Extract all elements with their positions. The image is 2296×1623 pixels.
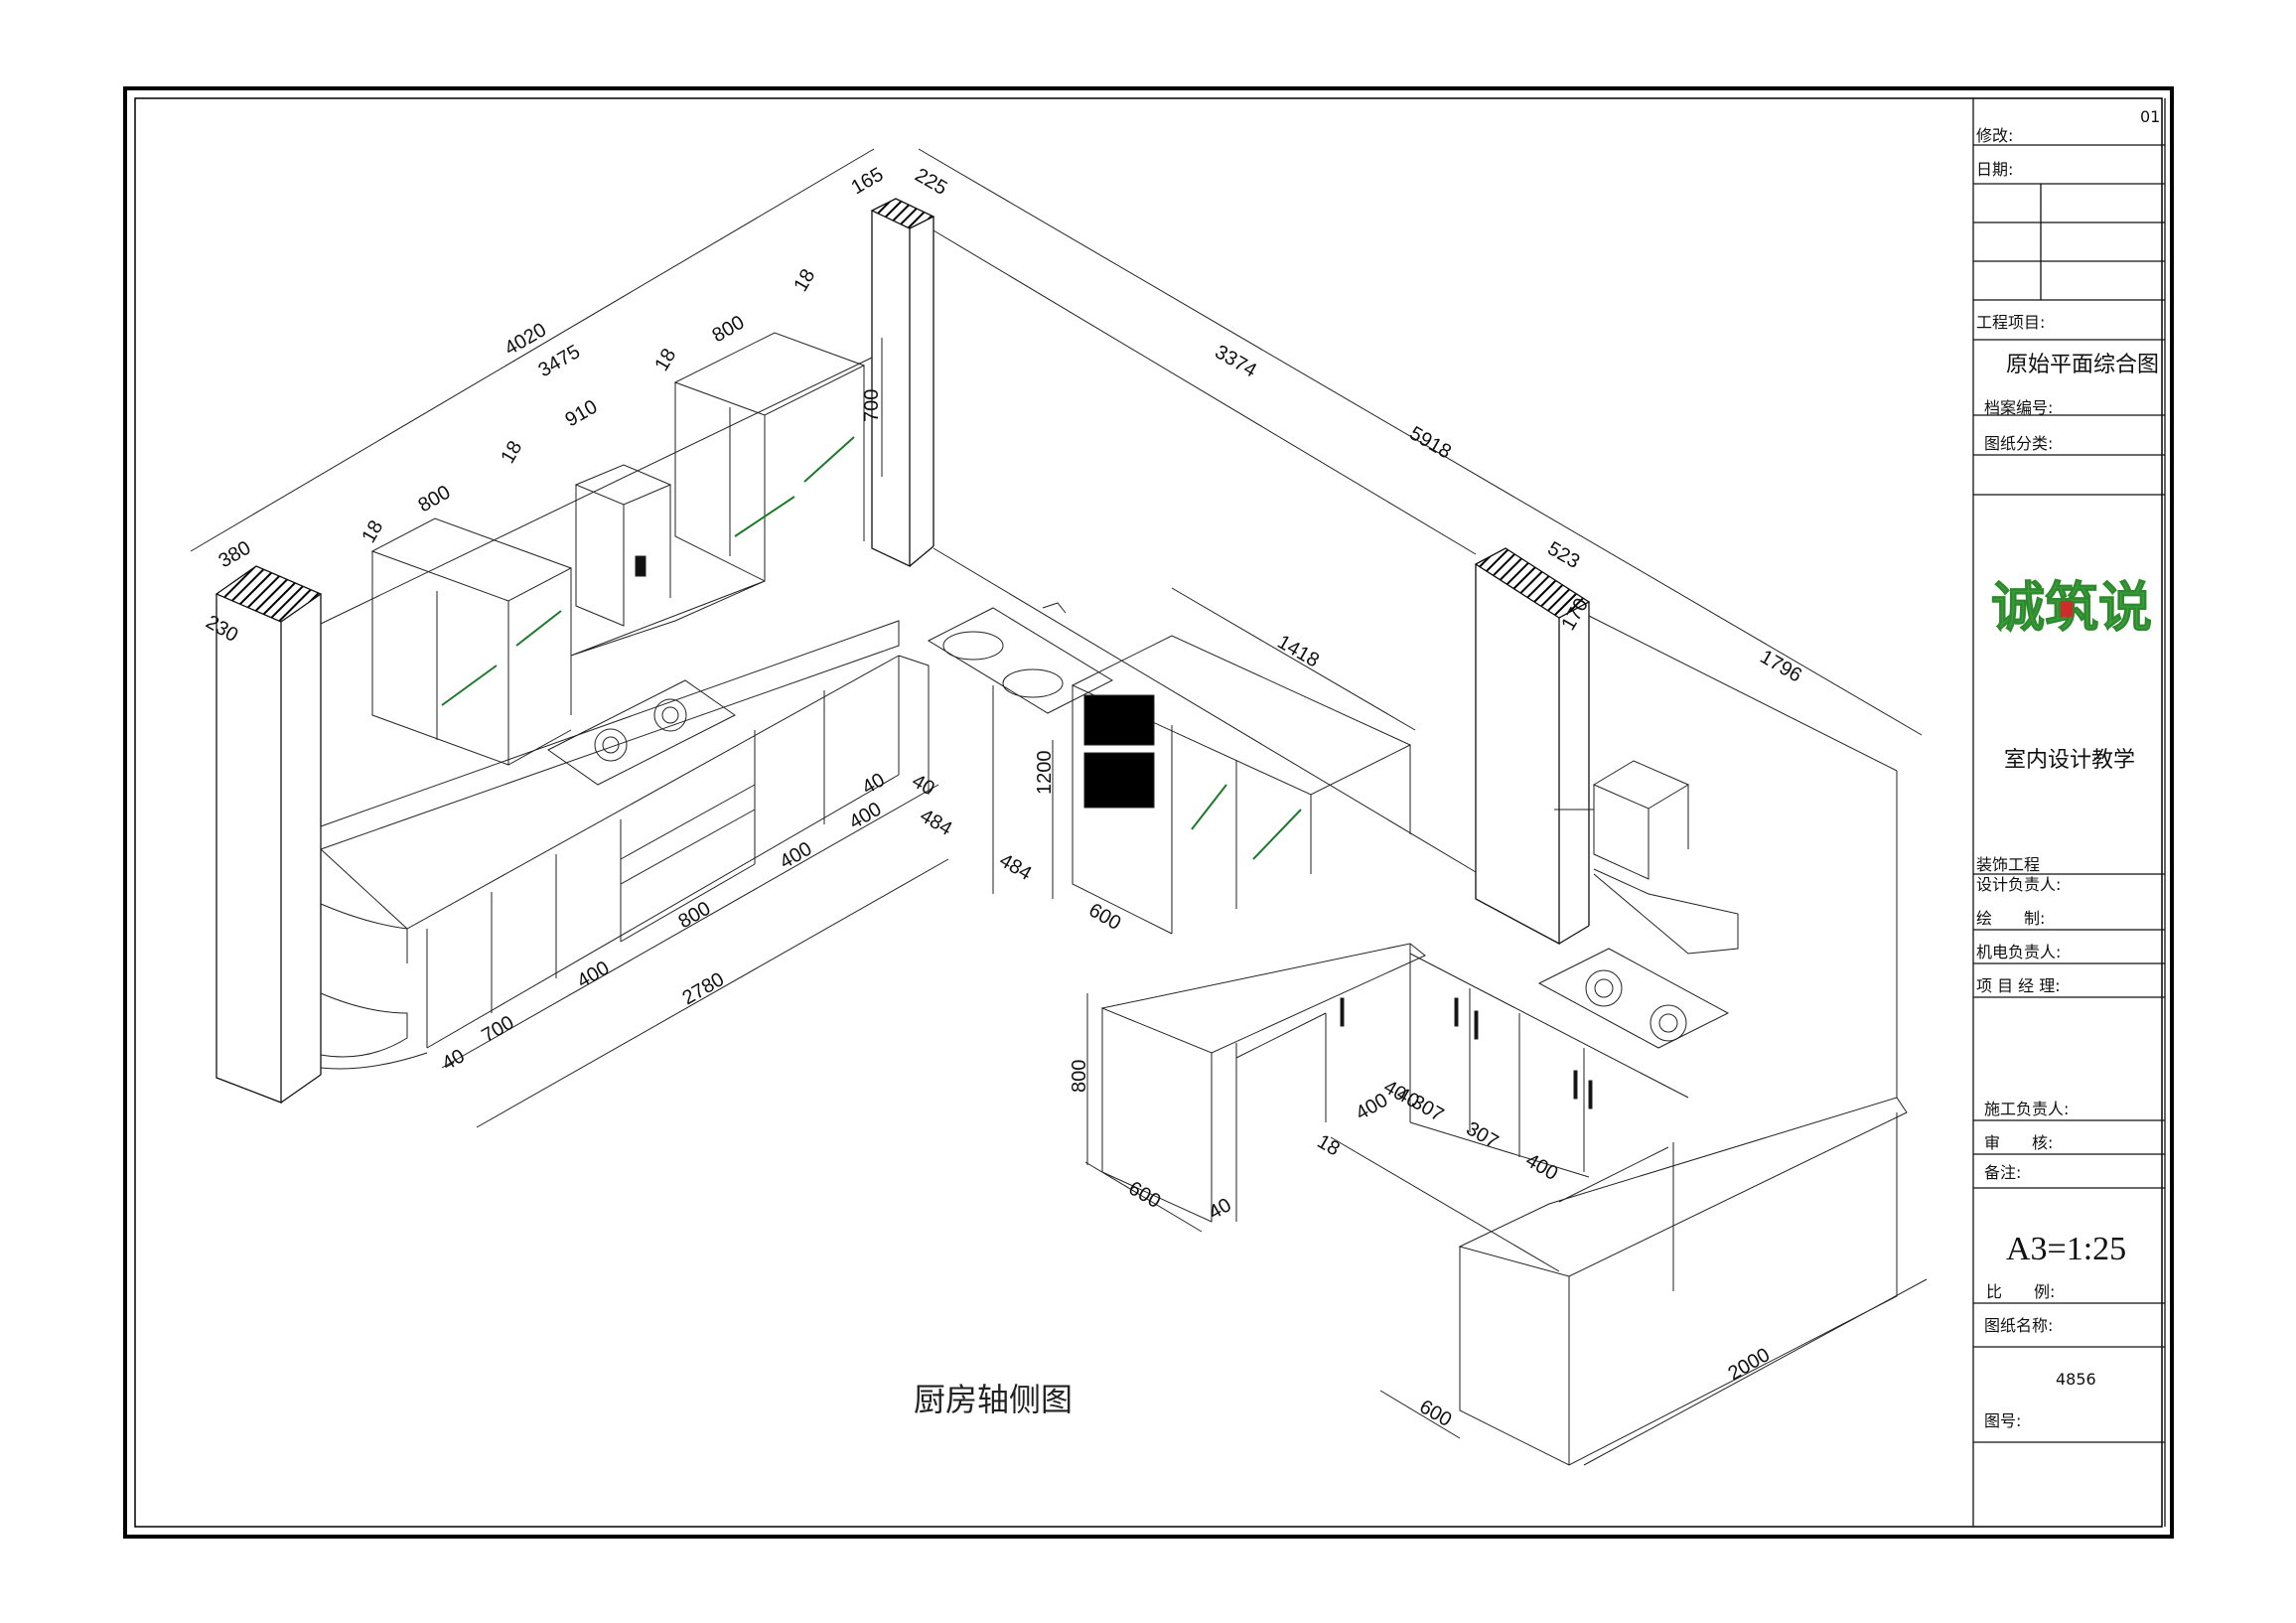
dim-400-r3: 400 [574, 958, 614, 993]
pm-label: 项 目 经 理: [1976, 976, 2061, 995]
dim-600-island: 600 [1085, 899, 1125, 935]
dim-18-c: 18 [650, 345, 680, 374]
revision-label: 修改: [1976, 126, 2013, 145]
outer-border [123, 86, 2174, 1539]
hood-switch [635, 555, 646, 577]
archive-label: 档案编号: [1984, 398, 2053, 417]
dim-225: 225 [912, 164, 951, 200]
scale-label: 比 例: [1986, 1282, 2055, 1301]
company-name: 室内设计教学 [2004, 748, 2135, 773]
scale-value: A3=1:25 [2006, 1231, 2126, 1267]
oven-upper [1083, 694, 1155, 746]
drawing-name-label: 图纸名称: [1984, 1316, 2053, 1335]
category-label: 图纸分类: [1984, 434, 2053, 453]
dim-700-run: 700 [479, 1012, 518, 1048]
dimension-labels: 4020 3475 380 230 165 225 18 800 18 910 … [203, 164, 1806, 1431]
drafter-label: 绘 制: [1976, 909, 2045, 928]
dim-910: 910 [562, 396, 602, 432]
right-counter [1458, 1097, 1908, 1466]
drawing-no-label: 图号: [1984, 1411, 2021, 1430]
drawing-number: 4856 [2056, 1370, 2096, 1389]
left-wall-cabinet [370, 517, 573, 766]
right-cooktop [1537, 948, 1730, 1049]
upper-wall-cabinet [673, 332, 866, 582]
dim-3374: 3374 [1212, 341, 1261, 381]
left-cooktop [547, 679, 736, 786]
dim-800-run: 800 [675, 898, 715, 934]
handle-3 [1474, 1010, 1479, 1040]
decoration-label: 装饰工程 [1976, 855, 2040, 874]
dim-5918: 5918 [1406, 422, 1456, 463]
dim-600-pen: 600 [1125, 1177, 1165, 1213]
dim-380: 380 [215, 537, 255, 573]
dim-700-wall: 700 [861, 389, 883, 422]
oven-lower [1083, 752, 1155, 809]
date-label: 日期: [1976, 160, 2013, 179]
dim-40-pen: 40 [1206, 1194, 1235, 1224]
logo-house-mark [2061, 601, 2073, 617]
dim-1418: 1418 [1274, 631, 1324, 671]
dim-800-a: 800 [415, 482, 455, 517]
company-logo: 诚筑说 [1991, 576, 2153, 640]
dim-400-r2: 400 [777, 838, 816, 874]
dim-400-r1: 400 [846, 799, 886, 834]
dimension-lines [190, 148, 1928, 1466]
sink-counter [898, 602, 1114, 795]
drawing-title: 厨房轴侧图 [914, 1381, 1073, 1418]
dim-800-b: 800 [709, 312, 749, 348]
dim-18-pen: 18 [1314, 1130, 1344, 1160]
dim-18-d: 18 [789, 265, 819, 295]
title-block: 01 修改: 日期: 工程项目: 原始平面综合图 档案编号: 图纸分类: 诚筑说… [1972, 98, 2166, 1527]
back-corner-column [870, 198, 935, 568]
dim-307-b: 307 [1463, 1117, 1503, 1153]
dim-18-b: 18 [497, 437, 526, 467]
handle-1 [1340, 997, 1345, 1027]
peninsula [1100, 943, 1689, 1223]
dim-230: 230 [203, 611, 242, 647]
handle-5 [1588, 1080, 1593, 1109]
dim-40-b: 40 [909, 770, 938, 800]
left-column [215, 565, 323, 1104]
dim-484-b: 484 [996, 849, 1036, 885]
drawing-type: 原始平面综合图 [2006, 353, 2159, 377]
dim-523: 523 [1544, 537, 1584, 573]
dim-165: 165 [848, 164, 888, 200]
dim-40-run: 40 [439, 1045, 469, 1075]
dim-400-pen-b: 400 [1522, 1149, 1562, 1185]
dim-top-3475: 3475 [535, 341, 585, 381]
tall-oven-unit [992, 635, 1412, 935]
dim-2000: 2000 [1725, 1344, 1775, 1385]
kitchen-axonometric: 4020 3475 380 230 165 225 18 800 18 910 … [190, 148, 1928, 1466]
sheet-number: 01 [2140, 107, 2160, 126]
right-column [1474, 547, 1591, 946]
mep-label: 机电负责人: [1976, 943, 2061, 961]
inner-border [134, 97, 2163, 1528]
dim-1200: 1200 [1034, 751, 1056, 796]
notes-label: 备注: [1984, 1163, 2021, 1182]
right-range-hood [1554, 760, 1739, 955]
left-base-run [320, 620, 900, 1070]
dim-800-pen: 800 [1069, 1060, 1090, 1093]
handle-4 [1573, 1070, 1578, 1100]
project-label: 工程项目: [1976, 313, 2045, 332]
dim-600-right: 600 [1416, 1396, 1456, 1431]
left-range-hood [570, 464, 766, 657]
dim-484-a: 484 [917, 805, 956, 840]
back-wall [320, 229, 1898, 1098]
dim-2780: 2780 [679, 968, 729, 1009]
review-label: 审 核: [1984, 1133, 2053, 1152]
dim-18-a: 18 [358, 516, 387, 546]
dim-1796: 1796 [1757, 646, 1806, 686]
handle-2 [1454, 997, 1459, 1027]
designer-label: 设计负责人: [1976, 875, 2061, 894]
dim-40-a: 40 [859, 769, 889, 799]
construction-label: 施工负责人: [1984, 1100, 2069, 1118]
